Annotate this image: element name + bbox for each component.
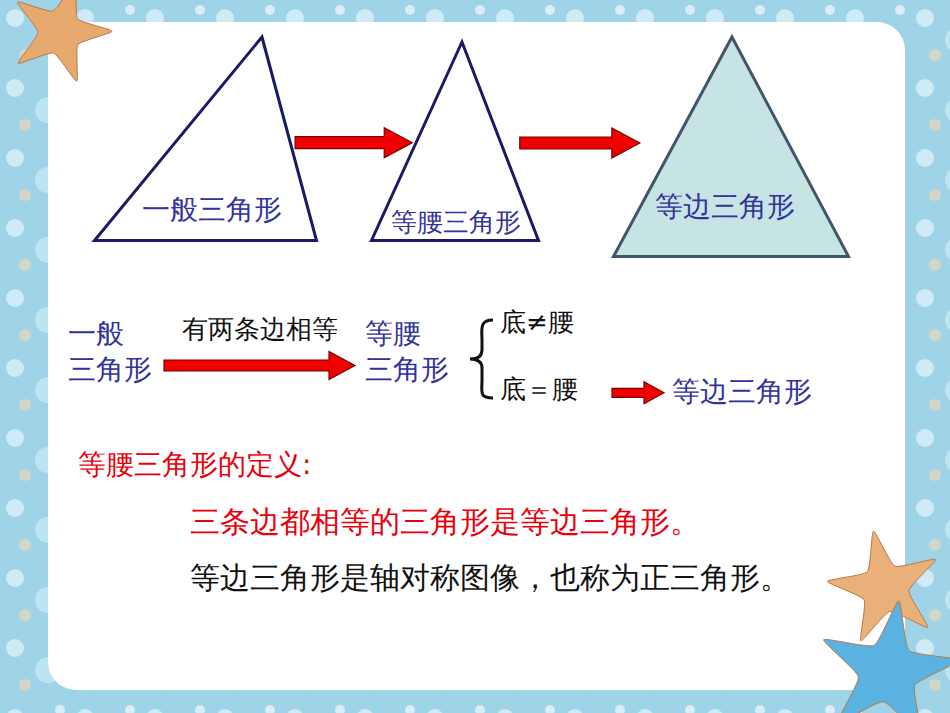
node-text: 等腰三角形: [391, 209, 521, 235]
edge-label: 有两条边相等: [179, 314, 341, 345]
definition-heading: 等腰三角形的定义:: [78, 448, 311, 482]
triangle-outline: [612, 35, 850, 258]
triangle-polygon: [614, 37, 849, 257]
starfish-group: [17, 0, 950, 713]
term-box: 底＝腰: [498, 373, 582, 409]
triangle-shape: 等腰三角形: [370, 40, 540, 242]
arrow-connector: [164, 352, 355, 380]
starfish: [17, 0, 112, 81]
starfish: [827, 531, 935, 641]
term-box: 底≠腰: [498, 306, 578, 342]
node-text: 一般 三角形: [68, 316, 152, 389]
definition-text: 等边三角形是轴对称图像，也称为正三角形。: [190, 560, 790, 596]
term-box: 等边三角形: [670, 374, 816, 413]
arrow-connector: [612, 382, 664, 404]
starfish: [824, 601, 950, 713]
triangle-polygon: [95, 37, 317, 241]
arrow-connector: [520, 128, 640, 158]
triangle-shape: 一般三角形: [93, 35, 318, 242]
curly-brace: [470, 320, 493, 398]
node-text: 一般三角形: [142, 196, 282, 224]
definition-text: 三条边都相等的三角形是等边三角形。: [190, 504, 700, 540]
white-panel: [48, 22, 905, 690]
node-text: 底≠腰: [500, 306, 578, 340]
node-text: 等腰 三角形: [365, 316, 449, 389]
term-box: 一般 三角形: [66, 316, 156, 391]
term-box: 等腰 三角形: [363, 316, 453, 391]
node-text: 等边三角形: [655, 193, 795, 221]
node-text: 底＝腰: [500, 373, 582, 407]
node-text: 等边三角形: [672, 374, 816, 410]
triangle-shape: 等边三角形: [612, 35, 850, 258]
arrow-connector: [295, 128, 412, 158]
triangle-polygon: [372, 42, 539, 241]
